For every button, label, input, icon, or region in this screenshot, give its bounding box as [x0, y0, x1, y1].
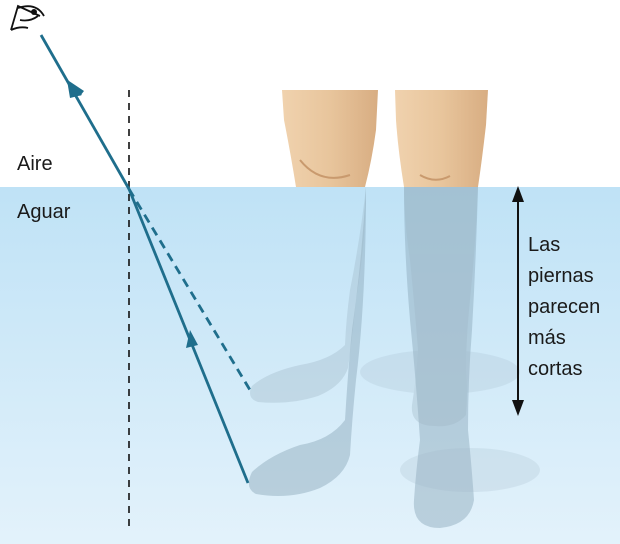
apparent-shadow: [360, 350, 520, 394]
legs-label-line: más: [528, 327, 566, 349]
ray-air-arrowhead-2: [66, 79, 84, 96]
apparent-right-lower-leg: [404, 187, 478, 427]
right-knee-shade: [419, 174, 451, 181]
legs-label-line: cortas: [528, 358, 583, 380]
eye-icon: [10, 4, 45, 31]
apparent-left-lower-leg: [250, 187, 366, 403]
apparent-ray: [127, 188, 252, 391]
water-region: [0, 187, 620, 544]
legs-label-line: piernas: [528, 265, 594, 287]
air-label: Aire: [17, 153, 53, 175]
ray-in-air: [39, 34, 131, 190]
water-label: Aguar: [17, 201, 71, 223]
actual-left-lower-leg: [248, 187, 366, 496]
legs-label-line: parecen: [528, 296, 601, 318]
actual-submerged-legs: [248, 187, 478, 528]
legs-label-line: Las: [528, 234, 561, 256]
ray-water-arrowhead: [186, 330, 198, 348]
left-knee-shade: [299, 159, 351, 179]
ray-in-water: [127, 188, 250, 484]
actual-shadow: [400, 448, 540, 492]
actual-right-lower-leg: [404, 187, 478, 528]
legs-above-water: [282, 90, 488, 187]
left-thigh: [282, 90, 378, 187]
right-thigh: [395, 90, 488, 187]
legs-appear-shorter-label: Las piernas parecen más cortas: [528, 230, 620, 385]
double-headed-arrow-icon: [512, 186, 524, 416]
apparent-submerged-legs: [250, 187, 540, 492]
